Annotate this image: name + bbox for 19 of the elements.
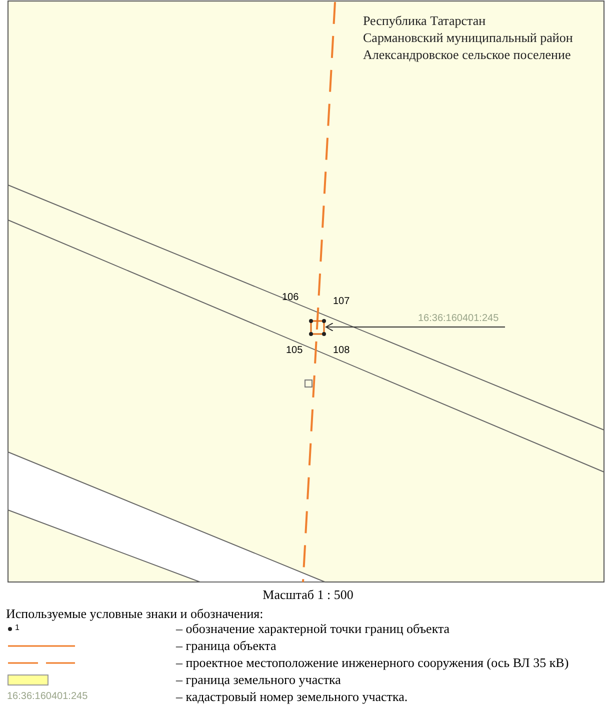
legend-heading: Используемые условные знаки и обозначения:	[6, 606, 264, 622]
point-number: 107	[333, 296, 350, 307]
location-text: Республика Татарстан	[363, 12, 486, 29]
object-boundary	[309, 319, 326, 336]
legend-text: – кадастровый номер земельного участка.	[176, 689, 408, 705]
leader-line	[326, 322, 506, 332]
legend-sample: 16:36:160401:245	[7, 691, 88, 702]
point-number: 106	[282, 292, 299, 303]
legend-sample: 1	[15, 623, 20, 632]
cadastral-number: 16:36:160401:245	[418, 313, 499, 324]
legend-text: – граница объекта	[176, 638, 276, 654]
legend-text: – проектное местоположение инженерного сооружения (ось ВЛ 35 кВ)	[176, 655, 569, 671]
location-text: Александровское сельское поселение	[363, 46, 571, 63]
point-number: 105	[286, 345, 303, 356]
legend-text: – граница земельного участка	[176, 672, 341, 688]
point-number: 108	[333, 345, 350, 356]
location-text: Сармановский муниципальный район	[363, 29, 573, 46]
scale-caption: Масштаб 1 : 500	[262, 587, 354, 603]
legend-text: – обозначение характерной точки границ объекта	[176, 621, 450, 637]
